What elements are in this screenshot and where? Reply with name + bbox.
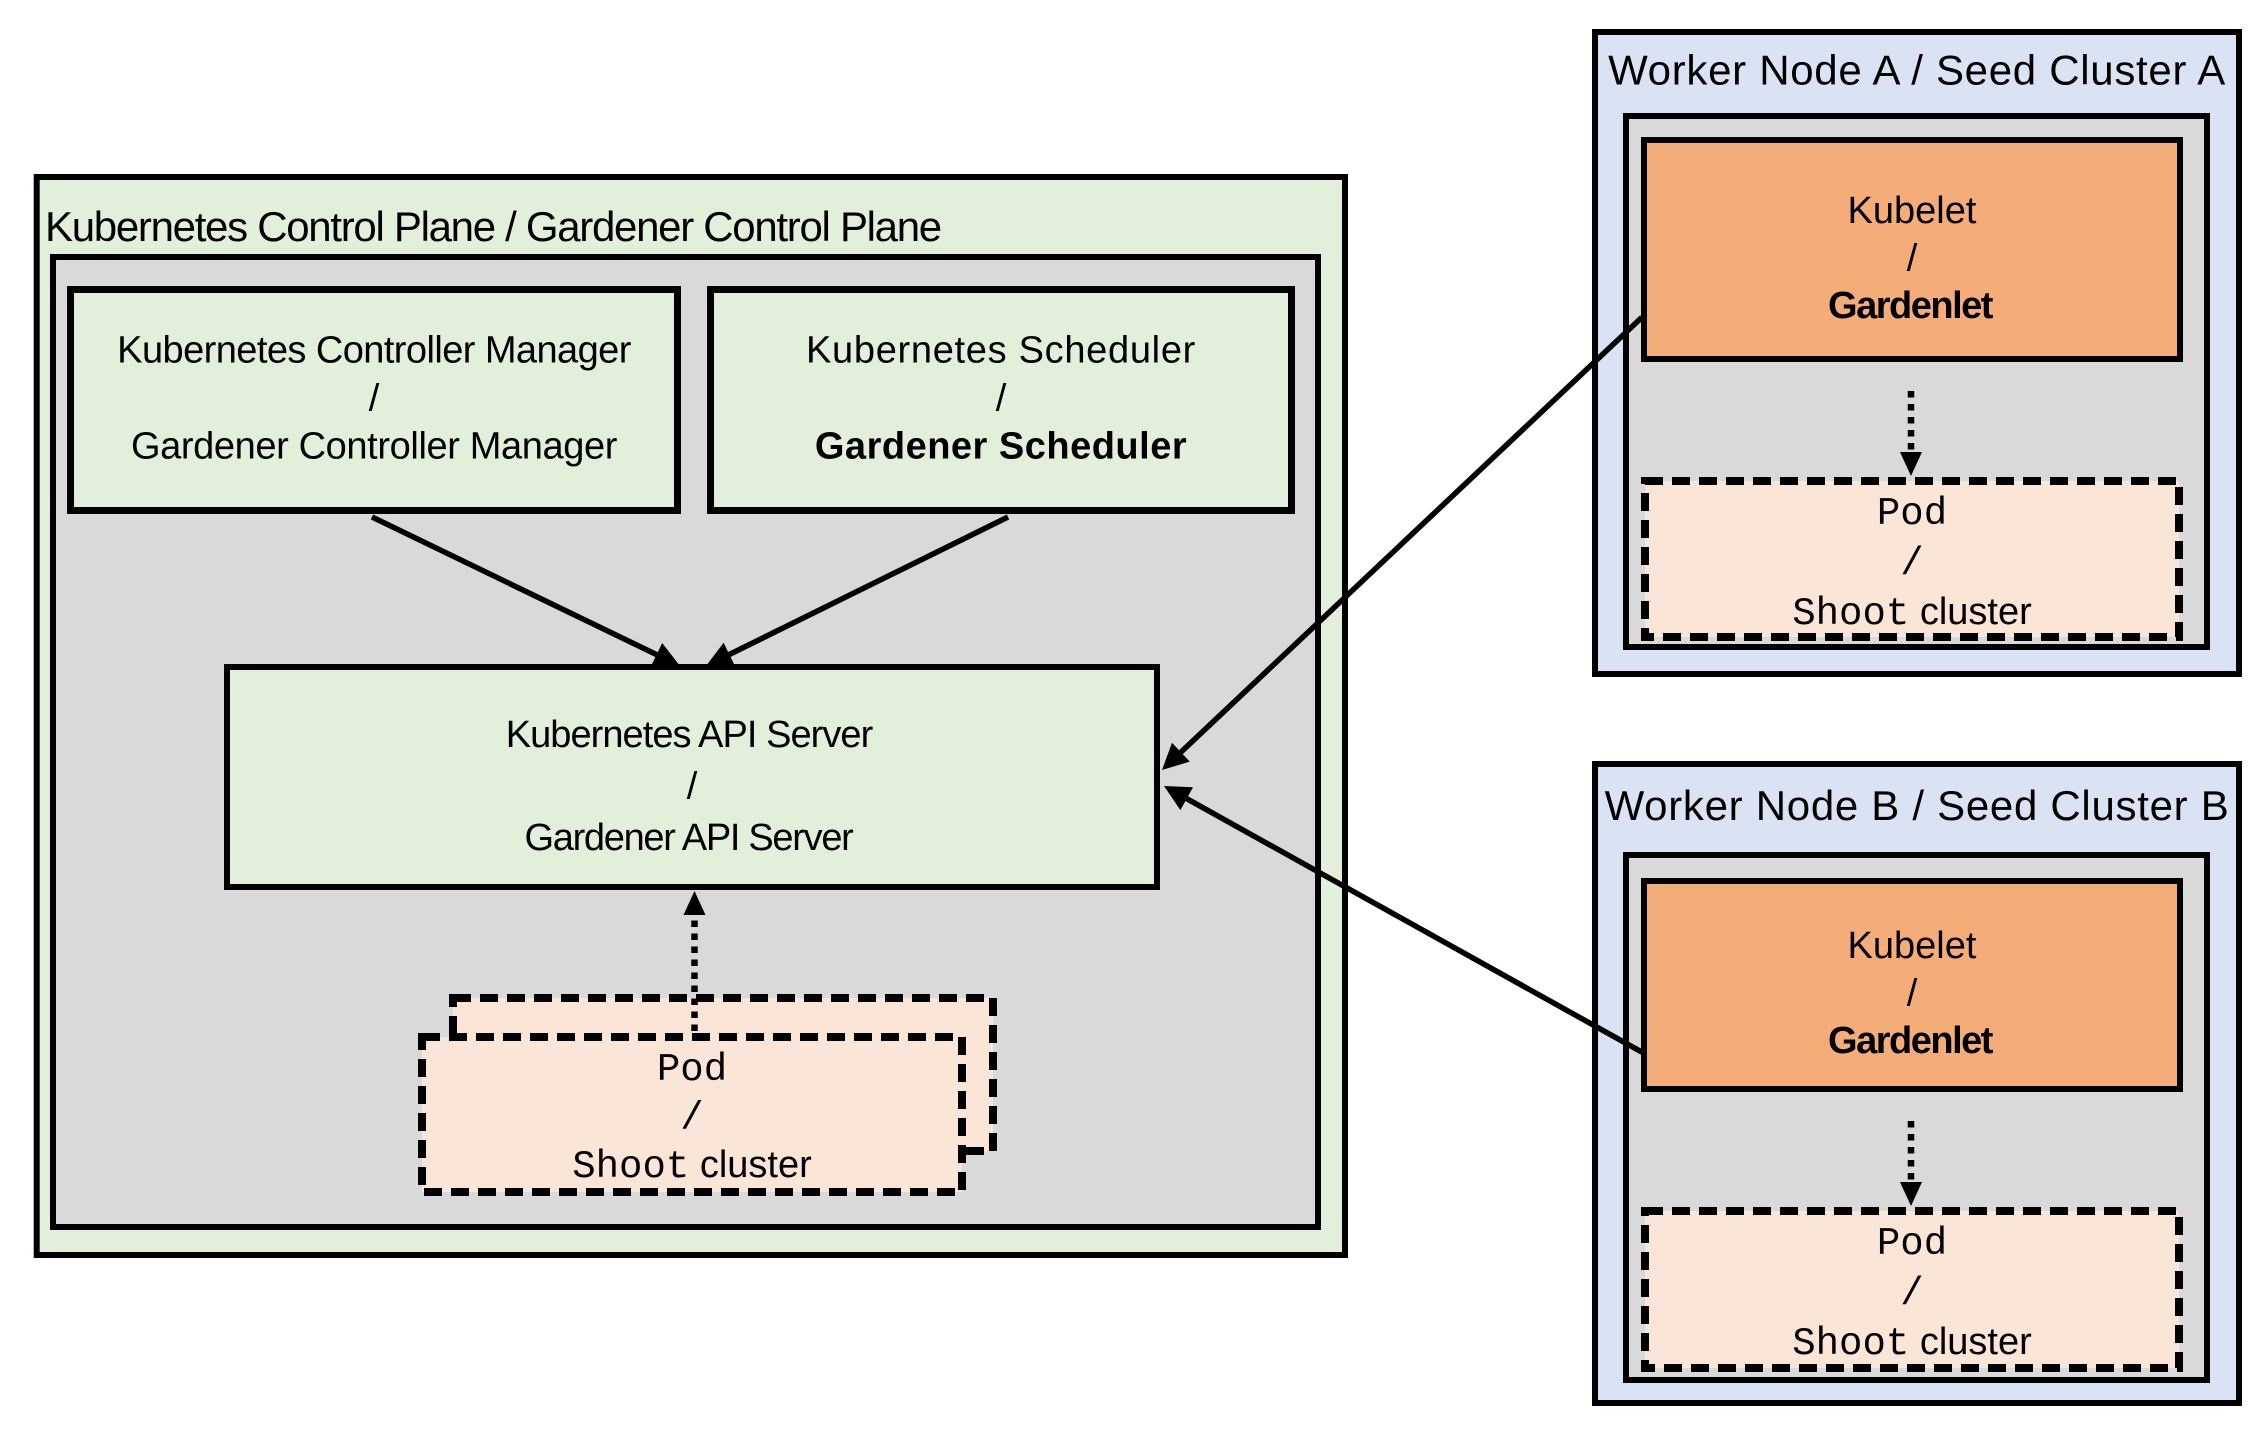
- svg-text:Pod: Pod: [1877, 492, 1947, 536]
- svg-text:Kubernetes Control Plane / Gar: Kubernetes Control Plane / Gardener Cont…: [45, 203, 941, 250]
- svg-text:Worker Node B / Seed Cluster B: Worker Node B / Seed Cluster B: [1605, 782, 2230, 829]
- svg-text:Gardenlet: Gardenlet: [1828, 285, 1994, 327]
- svg-text:Gardener Controller Manager: Gardener Controller Manager: [131, 426, 618, 468]
- svg-text:Kubelet: Kubelet: [1848, 190, 1977, 232]
- svg-text:Kubernetes Controller Manager: Kubernetes Controller Manager: [117, 330, 632, 372]
- svg-text:/: /: [1900, 1272, 1923, 1316]
- svg-text:Gardenlet: Gardenlet: [1828, 1020, 1994, 1062]
- svg-text:Kubelet: Kubelet: [1848, 925, 1977, 967]
- svg-text:Worker Node A / Seed Cluster A: Worker Node A / Seed Cluster A: [1608, 47, 2226, 94]
- svg-text:/: /: [687, 766, 698, 808]
- svg-text:Shoot cluster: Shoot cluster: [1792, 1321, 2032, 1366]
- svg-text:/: /: [1907, 238, 1918, 280]
- svg-text:/: /: [369, 378, 380, 420]
- svg-text:/: /: [1907, 973, 1918, 1015]
- svg-text:Gardener Scheduler: Gardener Scheduler: [815, 426, 1187, 468]
- svg-text:/: /: [680, 1097, 703, 1141]
- svg-text:/: /: [1900, 542, 1923, 586]
- svg-text:Kubernetes API Server: Kubernetes API Server: [506, 714, 874, 756]
- svg-text:Gardener API Server: Gardener API Server: [524, 817, 854, 859]
- svg-text:/: /: [996, 378, 1007, 420]
- svg-text:Pod: Pod: [657, 1048, 727, 1092]
- svg-text:Pod: Pod: [1877, 1222, 1947, 1266]
- svg-text:Shoot cluster: Shoot cluster: [1792, 591, 2032, 636]
- svg-text:Shoot cluster: Shoot cluster: [572, 1144, 812, 1189]
- svg-text:Kubernetes Scheduler: Kubernetes Scheduler: [806, 330, 1196, 372]
